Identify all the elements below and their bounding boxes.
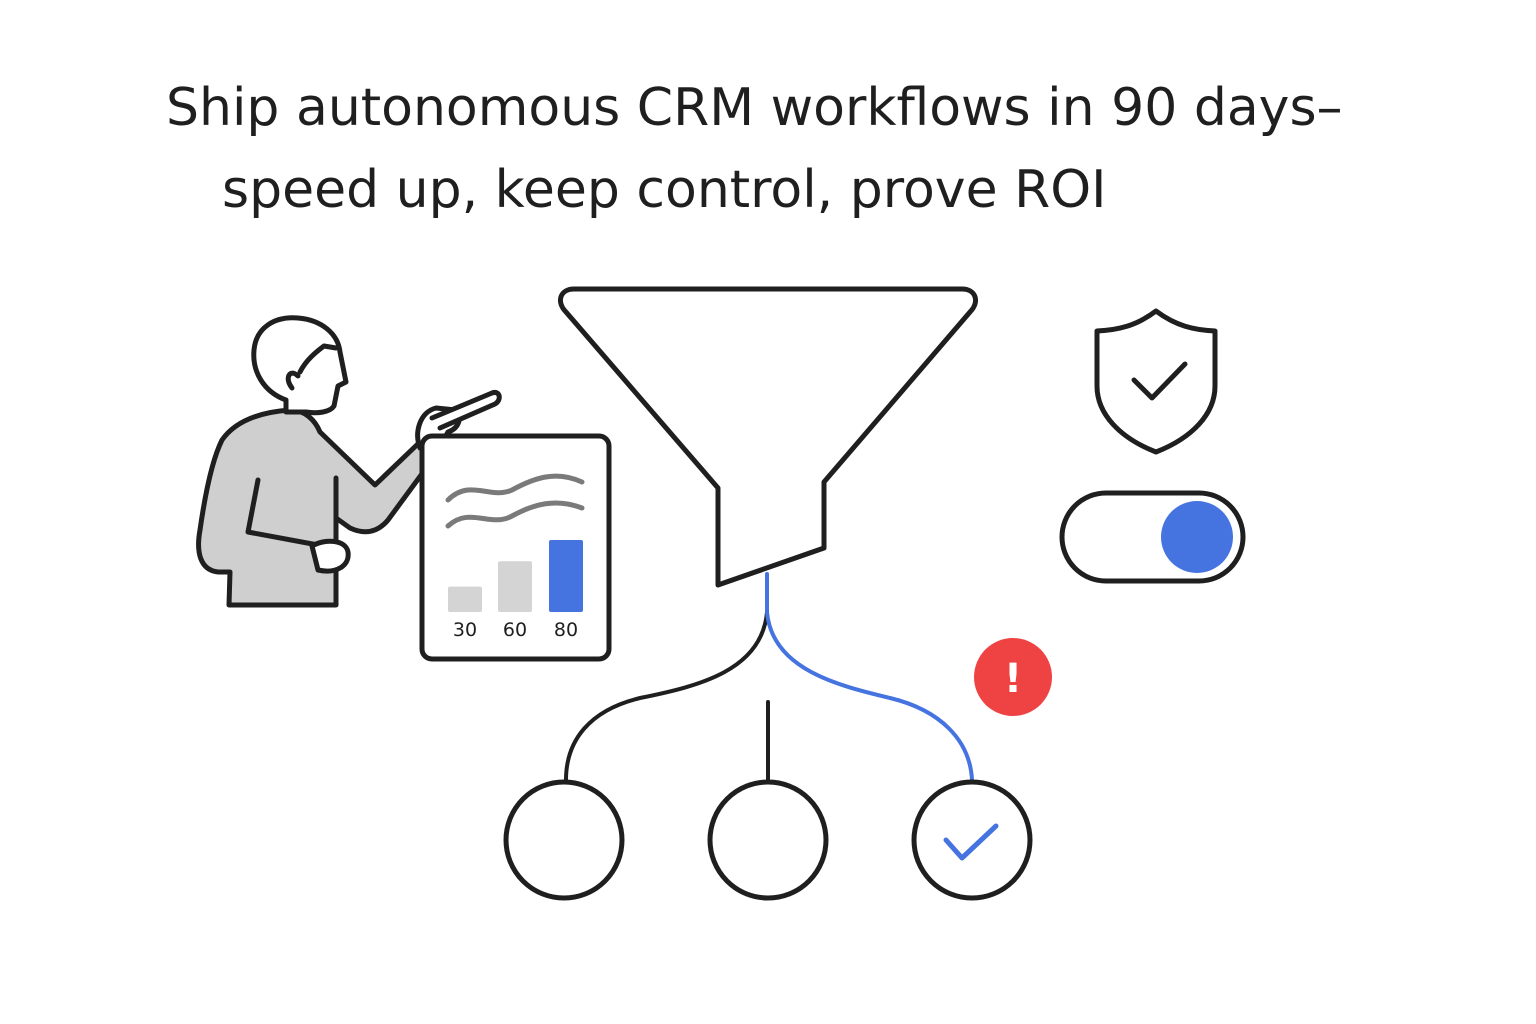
presenter-hand-lower bbox=[309, 538, 351, 574]
alert-icon: ! bbox=[974, 638, 1052, 716]
presenter-pen bbox=[429, 389, 502, 431]
alert-glyph: ! bbox=[1004, 656, 1022, 702]
dashboard-wave-1 bbox=[445, 473, 585, 503]
presenter-head bbox=[251, 315, 349, 416]
dashboard-wave-2 bbox=[445, 500, 585, 529]
shield-check-icon bbox=[1094, 308, 1218, 455]
outcome-node-1 bbox=[503, 779, 625, 901]
dashboard-bar bbox=[549, 540, 583, 612]
outcome-node-3-selected bbox=[911, 779, 1033, 901]
shield-check bbox=[1131, 361, 1188, 401]
headline-line-1: Ship autonomous CRM workflows in 90 days… bbox=[166, 78, 1343, 138]
shield-outline bbox=[1094, 308, 1218, 455]
presenter-icon bbox=[196, 315, 502, 608]
presenter-ear bbox=[285, 370, 301, 391]
alert-badge bbox=[974, 638, 1052, 716]
flow-line-right-highlighted bbox=[765, 610, 974, 782]
headline-line-2: speed up, keep control, prove ROI bbox=[222, 160, 1107, 220]
flow-line-left bbox=[564, 610, 769, 782]
headline: Ship autonomous CRM workflows in 90 days… bbox=[0, 0, 1536, 240]
dashboard-bar-label: 80 bbox=[554, 619, 578, 641]
presenter-hair bbox=[297, 343, 339, 375]
dashboard-bar-label: 60 bbox=[503, 619, 527, 641]
toggle-on-icon bbox=[1059, 490, 1246, 584]
toggle-knob bbox=[1161, 501, 1233, 573]
dashboard-bar bbox=[498, 561, 532, 612]
chart-dashboard-icon: 30 60 80 bbox=[419, 433, 612, 662]
dashboard-bars: 30 60 80 bbox=[448, 540, 583, 641]
presenter-body bbox=[196, 407, 441, 608]
dashboard-bar bbox=[448, 586, 482, 612]
funnel-icon bbox=[557, 286, 979, 588]
presenter-arm-line bbox=[245, 477, 321, 548]
outcome-node-2 bbox=[707, 779, 829, 901]
checkmark-icon bbox=[943, 823, 999, 861]
dashboard-bar-label: 30 bbox=[453, 619, 477, 641]
